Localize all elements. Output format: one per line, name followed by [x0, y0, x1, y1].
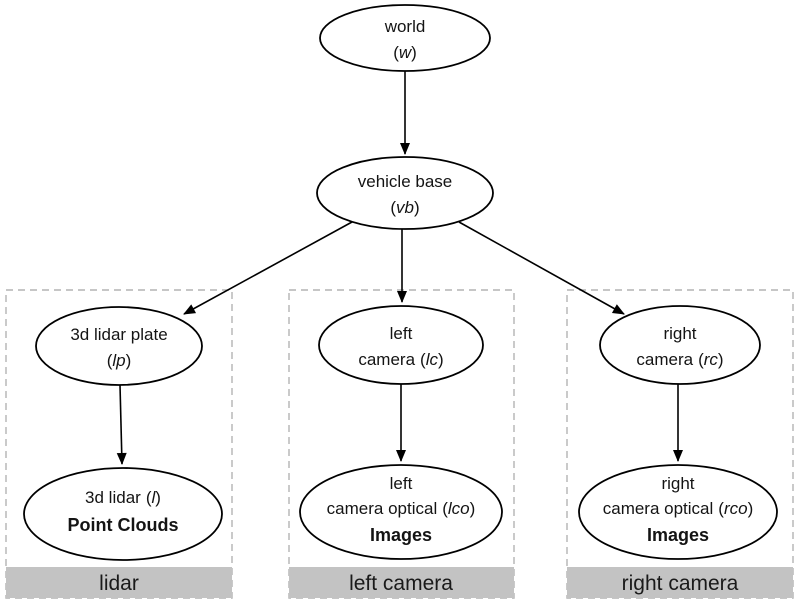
node-right-camera-line2: camera (rc) [636, 350, 723, 369]
node-left-camera-line1: left [390, 324, 413, 343]
edge-lidar-plate-to-lidar [116, 384, 127, 465]
frame-symbol: rco [724, 499, 748, 518]
close-paren: ) [438, 350, 444, 369]
close-paren: ) [155, 488, 161, 507]
group-lidar-box [5, 289, 233, 599]
group-left-camera-bar [289, 567, 514, 598]
node-left-camera-optical-ellipse [299, 464, 503, 560]
open-paren: ( [107, 351, 113, 370]
close-paren: ) [126, 351, 132, 370]
name-text: camera optical [327, 499, 438, 518]
close-paren: ) [411, 43, 417, 62]
node-lidar: 3d lidar (l) Point Clouds [23, 467, 223, 561]
name-text: camera [636, 350, 693, 369]
frame-symbol: w [399, 43, 413, 62]
group-lidar: lidar [5, 289, 233, 599]
name-text: camera [358, 350, 415, 369]
open-paren: ( [390, 198, 396, 217]
node-left-camera: left camera (lc) [318, 305, 484, 385]
frame-symbol: vb [396, 198, 414, 217]
group-right-camera: right camera [566, 289, 794, 599]
frame-symbol: lco [448, 499, 470, 518]
frame-symbol: l [151, 488, 156, 507]
node-lidar-name: 3d lidar (l) [85, 488, 161, 507]
node-world-ellipse [319, 4, 491, 72]
frame-symbol: rc [704, 350, 719, 369]
node-right-camera-optical-line2: camera optical(rco) [603, 499, 754, 518]
node-right-camera-ellipse [599, 305, 761, 385]
node-lidar-plate-name: 3d lidar plate [70, 325, 167, 344]
close-paren: ) [414, 198, 420, 217]
open-paren: ( [146, 488, 152, 507]
close-paren: ) [748, 499, 754, 518]
node-vehicle-base-name: vehicle base [358, 172, 453, 191]
node-left-camera-optical-line1: left [390, 474, 413, 493]
node-left-camera-optical-line2: camera optical(lco) [327, 499, 476, 518]
node-right-camera-optical-line1: right [661, 474, 694, 493]
close-paren: ) [470, 499, 476, 518]
open-paren: ( [442, 499, 448, 518]
edge-vehicle-base-to-right-camera [458, 221, 625, 315]
node-vehicle-base-sym: (vb) [390, 198, 419, 217]
edge-vehicle-base-to-lidar-plate [183, 221, 353, 315]
node-lidar-plate-ellipse [35, 306, 203, 386]
node-lidar-plate: 3d lidar plate (lp) [35, 306, 203, 386]
name-text: 3d lidar [85, 488, 141, 507]
node-world: world (w) [319, 4, 491, 72]
frame-symbol: lc [426, 350, 439, 369]
node-left-camera-optical: left camera optical(lco) Images [299, 464, 503, 560]
node-right-camera-optical: right camera optical(rco) Images [578, 464, 778, 560]
node-vehicle-base-ellipse [316, 156, 494, 230]
node-right-camera: right camera (rc) [599, 305, 761, 385]
group-lidar-label: lidar [99, 572, 139, 595]
open-paren: ( [393, 43, 399, 62]
group-right-camera-label: right camera [622, 572, 739, 595]
name-text: camera optical [603, 499, 714, 518]
open-paren: ( [698, 350, 704, 369]
node-right-camera-optical-ellipse [578, 464, 778, 560]
node-world-name: world [384, 17, 426, 36]
node-world-sym: (w) [393, 43, 417, 62]
close-paren: ) [718, 350, 724, 369]
node-vehicle-base: vehicle base (vb) [316, 156, 494, 230]
open-paren: ( [718, 499, 724, 518]
node-right-camera-optical-data-label: Images [647, 525, 709, 545]
node-left-camera-optical-data-label: Images [370, 525, 432, 545]
frame-symbol: lp [112, 351, 125, 370]
node-lidar-data-label: Point Clouds [68, 515, 179, 535]
node-lidar-ellipse [23, 467, 223, 561]
node-left-camera-line2: camera (lc) [358, 350, 443, 369]
open-paren: ( [420, 350, 426, 369]
group-right-camera-bar [567, 567, 793, 598]
group-lidar-bar [6, 567, 232, 598]
node-right-camera-line1: right [663, 324, 696, 343]
node-lidar-plate-sym: (lp) [107, 351, 132, 370]
group-left-camera-label: left camera [349, 572, 453, 595]
group-right-camera-box [566, 289, 794, 599]
node-left-camera-ellipse [318, 305, 484, 385]
